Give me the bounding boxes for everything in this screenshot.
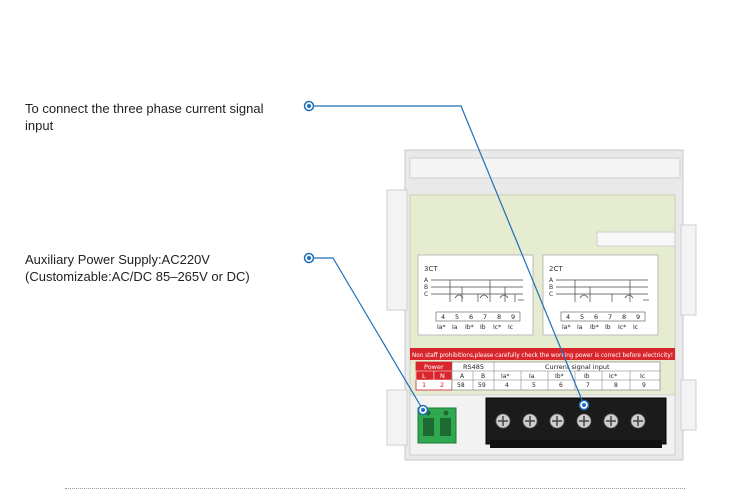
rs485-header: RS485 [463, 363, 484, 371]
left-clip [386, 189, 408, 311]
terminal-number: 9 [511, 313, 515, 321]
right-clip-lower [680, 379, 697, 431]
terminal-number: 5 [580, 313, 584, 321]
diagram-2ct-title: 2CT [549, 265, 563, 273]
current-signal-annotation: To connect the three phase current signa… [25, 100, 305, 134]
current-col: Ic* [609, 373, 617, 380]
terminal-label: Ia [577, 324, 583, 331]
power-supply-leader [309, 257, 424, 411]
current-num: 5 [532, 382, 536, 389]
terminal-number: 8 [622, 313, 626, 321]
current-num: 4 [505, 382, 509, 389]
terminal-label: Ia [452, 324, 458, 331]
diagram-3ct-phase-labels: A B C [424, 277, 429, 298]
current-num: 7 [586, 382, 590, 389]
power-supply-annotation: Auxiliary Power Supply:AC220V (Customiza… [25, 251, 315, 285]
diagram-3ct-box [417, 254, 534, 336]
phase-label: C [549, 291, 553, 298]
terminal-number: 7 [608, 313, 612, 321]
diagram-2ct-phase-labels: A B C [549, 277, 554, 298]
rs485-num: 59 [478, 382, 486, 389]
annotation-text-line: To connect the three phase current signa… [25, 101, 264, 116]
diagram-2ct-box [542, 254, 659, 336]
diagram-2ct-terminals: 4 5 6 7 8 9 Ia* Ia Ib* Ib Ic* Ic [560, 311, 646, 331]
phase-label: C [424, 291, 428, 298]
marker-dot-center-icon [307, 104, 311, 108]
current-num: 8 [614, 382, 618, 389]
terminal-label: Ic* [493, 324, 501, 331]
annotation-text-line: (Customizable:AC/DC 85–265V or DC) [25, 269, 250, 284]
phase-label: B [549, 284, 553, 291]
power-col: N [440, 372, 445, 380]
current-col: Ia [529, 373, 535, 380]
current-col: Ib [584, 373, 590, 380]
terminal-number: 8 [497, 313, 501, 321]
terminal-number: 6 [594, 313, 598, 321]
current-col: Ia* [501, 373, 509, 380]
terminal-number: 6 [469, 313, 473, 321]
device-top-rim [409, 157, 681, 179]
phase-label: B [424, 284, 428, 291]
diagram-3ct-wiring [431, 279, 524, 302]
leader-markers [303, 100, 590, 416]
phase-label: A [549, 277, 554, 284]
annotation-text-line: input [25, 118, 54, 133]
power-header: Power [424, 363, 444, 371]
marker-dot-center-icon [307, 256, 311, 260]
terminal-label: Ia* [437, 324, 445, 331]
right-clip [680, 224, 697, 316]
left-clip-lower [386, 389, 408, 446]
rs485-num: 58 [457, 382, 465, 389]
current-terminal-block [485, 397, 667, 448]
bottom-divider [65, 488, 685, 489]
power-terminal-block [417, 407, 457, 444]
terminal-label: Ib* [590, 324, 599, 331]
current-num: 6 [559, 382, 563, 389]
current-num: 9 [642, 382, 646, 389]
marker-dot-center-icon [421, 408, 425, 412]
terminal-label: Ib [480, 324, 486, 331]
terminal-label: Ic [508, 324, 513, 331]
terminal-number: 4 [566, 313, 570, 321]
terminal-table: Power L N 1 2 RS485 Current signal input… [415, 361, 661, 391]
rs485-col: A [460, 373, 465, 380]
power-num: 1 [422, 381, 426, 389]
terminal-number: 7 [483, 313, 487, 321]
current-header: Current signal input [545, 363, 610, 371]
terminal-number: 5 [455, 313, 459, 321]
warning-strip [410, 348, 675, 360]
terminal-label: Ic [633, 324, 638, 331]
terminal-number: 4 [441, 313, 445, 321]
diagram-3ct-title: 3CT [424, 265, 438, 273]
diagram-2ct-wiring [556, 279, 649, 302]
panel-slot [596, 231, 676, 247]
power-col: L [422, 372, 426, 380]
marker-dot-center-icon [582, 403, 586, 407]
rs485-col: B [481, 373, 485, 380]
current-col: Ic [640, 373, 645, 380]
power-num: 2 [440, 381, 444, 389]
annotation-text-line: Auxiliary Power Supply:AC220V [25, 252, 210, 267]
terminal-label: Ib [605, 324, 611, 331]
leader-lines [309, 105, 585, 411]
terminal-number: 9 [636, 313, 640, 321]
terminal-label: Ic* [618, 324, 626, 331]
warning-text: Non staff prohibitions,please carefully … [412, 352, 673, 359]
terminal-label: Ib* [465, 324, 474, 331]
diagram-3ct-terminals: 4 5 6 7 8 9 Ia* Ia Ib* Ib Ic* Ic [435, 311, 521, 331]
terminal-label: Ia* [562, 324, 570, 331]
current-signal-leader [309, 105, 585, 406]
phase-label: A [424, 277, 429, 284]
current-col: Ib* [555, 373, 564, 380]
